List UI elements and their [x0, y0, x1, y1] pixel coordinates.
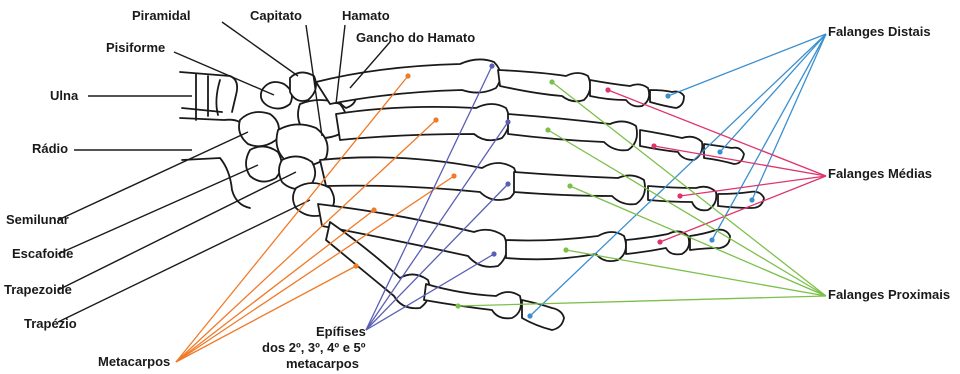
metacarpal-leader-dot: [451, 173, 456, 178]
middle-phalanges: [590, 80, 716, 254]
metacarpal-leader-dot: [405, 73, 410, 78]
proximal-leader-dot: [549, 79, 554, 84]
label-metacarpos: Metacarpos: [98, 354, 170, 369]
label-semilunar: Semilunar: [6, 212, 69, 227]
label-capitato: Capitato: [250, 8, 302, 23]
distal-leader-dot: [717, 149, 722, 154]
label-hamato: Hamato: [342, 8, 390, 23]
epiphysis-leader-dot: [489, 63, 494, 68]
triquetrum-bone: [290, 72, 316, 101]
scaphoid-bone: [246, 146, 282, 181]
proximal-leader-dot: [545, 127, 550, 132]
label-pisiforme: Pisiforme: [106, 40, 165, 55]
label-radio: Rádio: [32, 141, 68, 156]
label-falanges-distais: Falanges Distais: [828, 24, 931, 39]
label-piramidal: Piramidal: [132, 8, 191, 23]
medial-leader-dot: [657, 239, 662, 244]
metacarpal-leader-dot: [353, 263, 358, 268]
label-trapezoide: Trapezoide: [4, 282, 72, 297]
label-falanges-medias: Falanges Médias: [828, 166, 932, 181]
proximal-leader-dot: [455, 303, 460, 308]
distal-leader-dot: [665, 93, 670, 98]
label-gancho-do-hamato: Gancho do Hamato: [356, 30, 475, 45]
epiphysis-leader-dot: [505, 119, 510, 124]
label-epifises-line1: Epífises: [316, 324, 366, 339]
medial-leader-dot: [651, 143, 656, 148]
label-ulna: Ulna: [50, 88, 79, 103]
proximal-leader-dot: [563, 247, 568, 252]
epiphysis-leader-dot: [491, 251, 496, 256]
epiphysis-leader-dot: [505, 181, 510, 186]
distal-leader-dot: [749, 197, 754, 202]
pisiform-bone: [261, 82, 292, 109]
label-falanges-proximais: Falanges Proximais: [828, 287, 950, 302]
distal-leader-line: [720, 34, 826, 152]
distal-leader-line: [712, 34, 826, 240]
label-trapezio: Trapézio: [24, 316, 77, 331]
metacarpal-leader-dot: [433, 117, 438, 122]
medial-leader-dot: [605, 87, 610, 92]
label-epifises-line3: metacarpos: [286, 356, 359, 371]
distal-leader-dot: [709, 237, 714, 242]
lunate-bone: [239, 112, 279, 146]
medial-leader-dot: [677, 193, 682, 198]
label-epifises-line2: dos 2º, 3º, 4º e 5º: [262, 340, 366, 355]
distal-leader-dot: [527, 313, 532, 318]
label-escafoide: Escafoide: [12, 246, 73, 261]
proximal-leader-dot: [567, 183, 572, 188]
hand-skeleton-illustration: [180, 59, 764, 330]
metacarpal-leader-dot: [371, 207, 376, 212]
forearm-bones: [180, 72, 250, 208]
